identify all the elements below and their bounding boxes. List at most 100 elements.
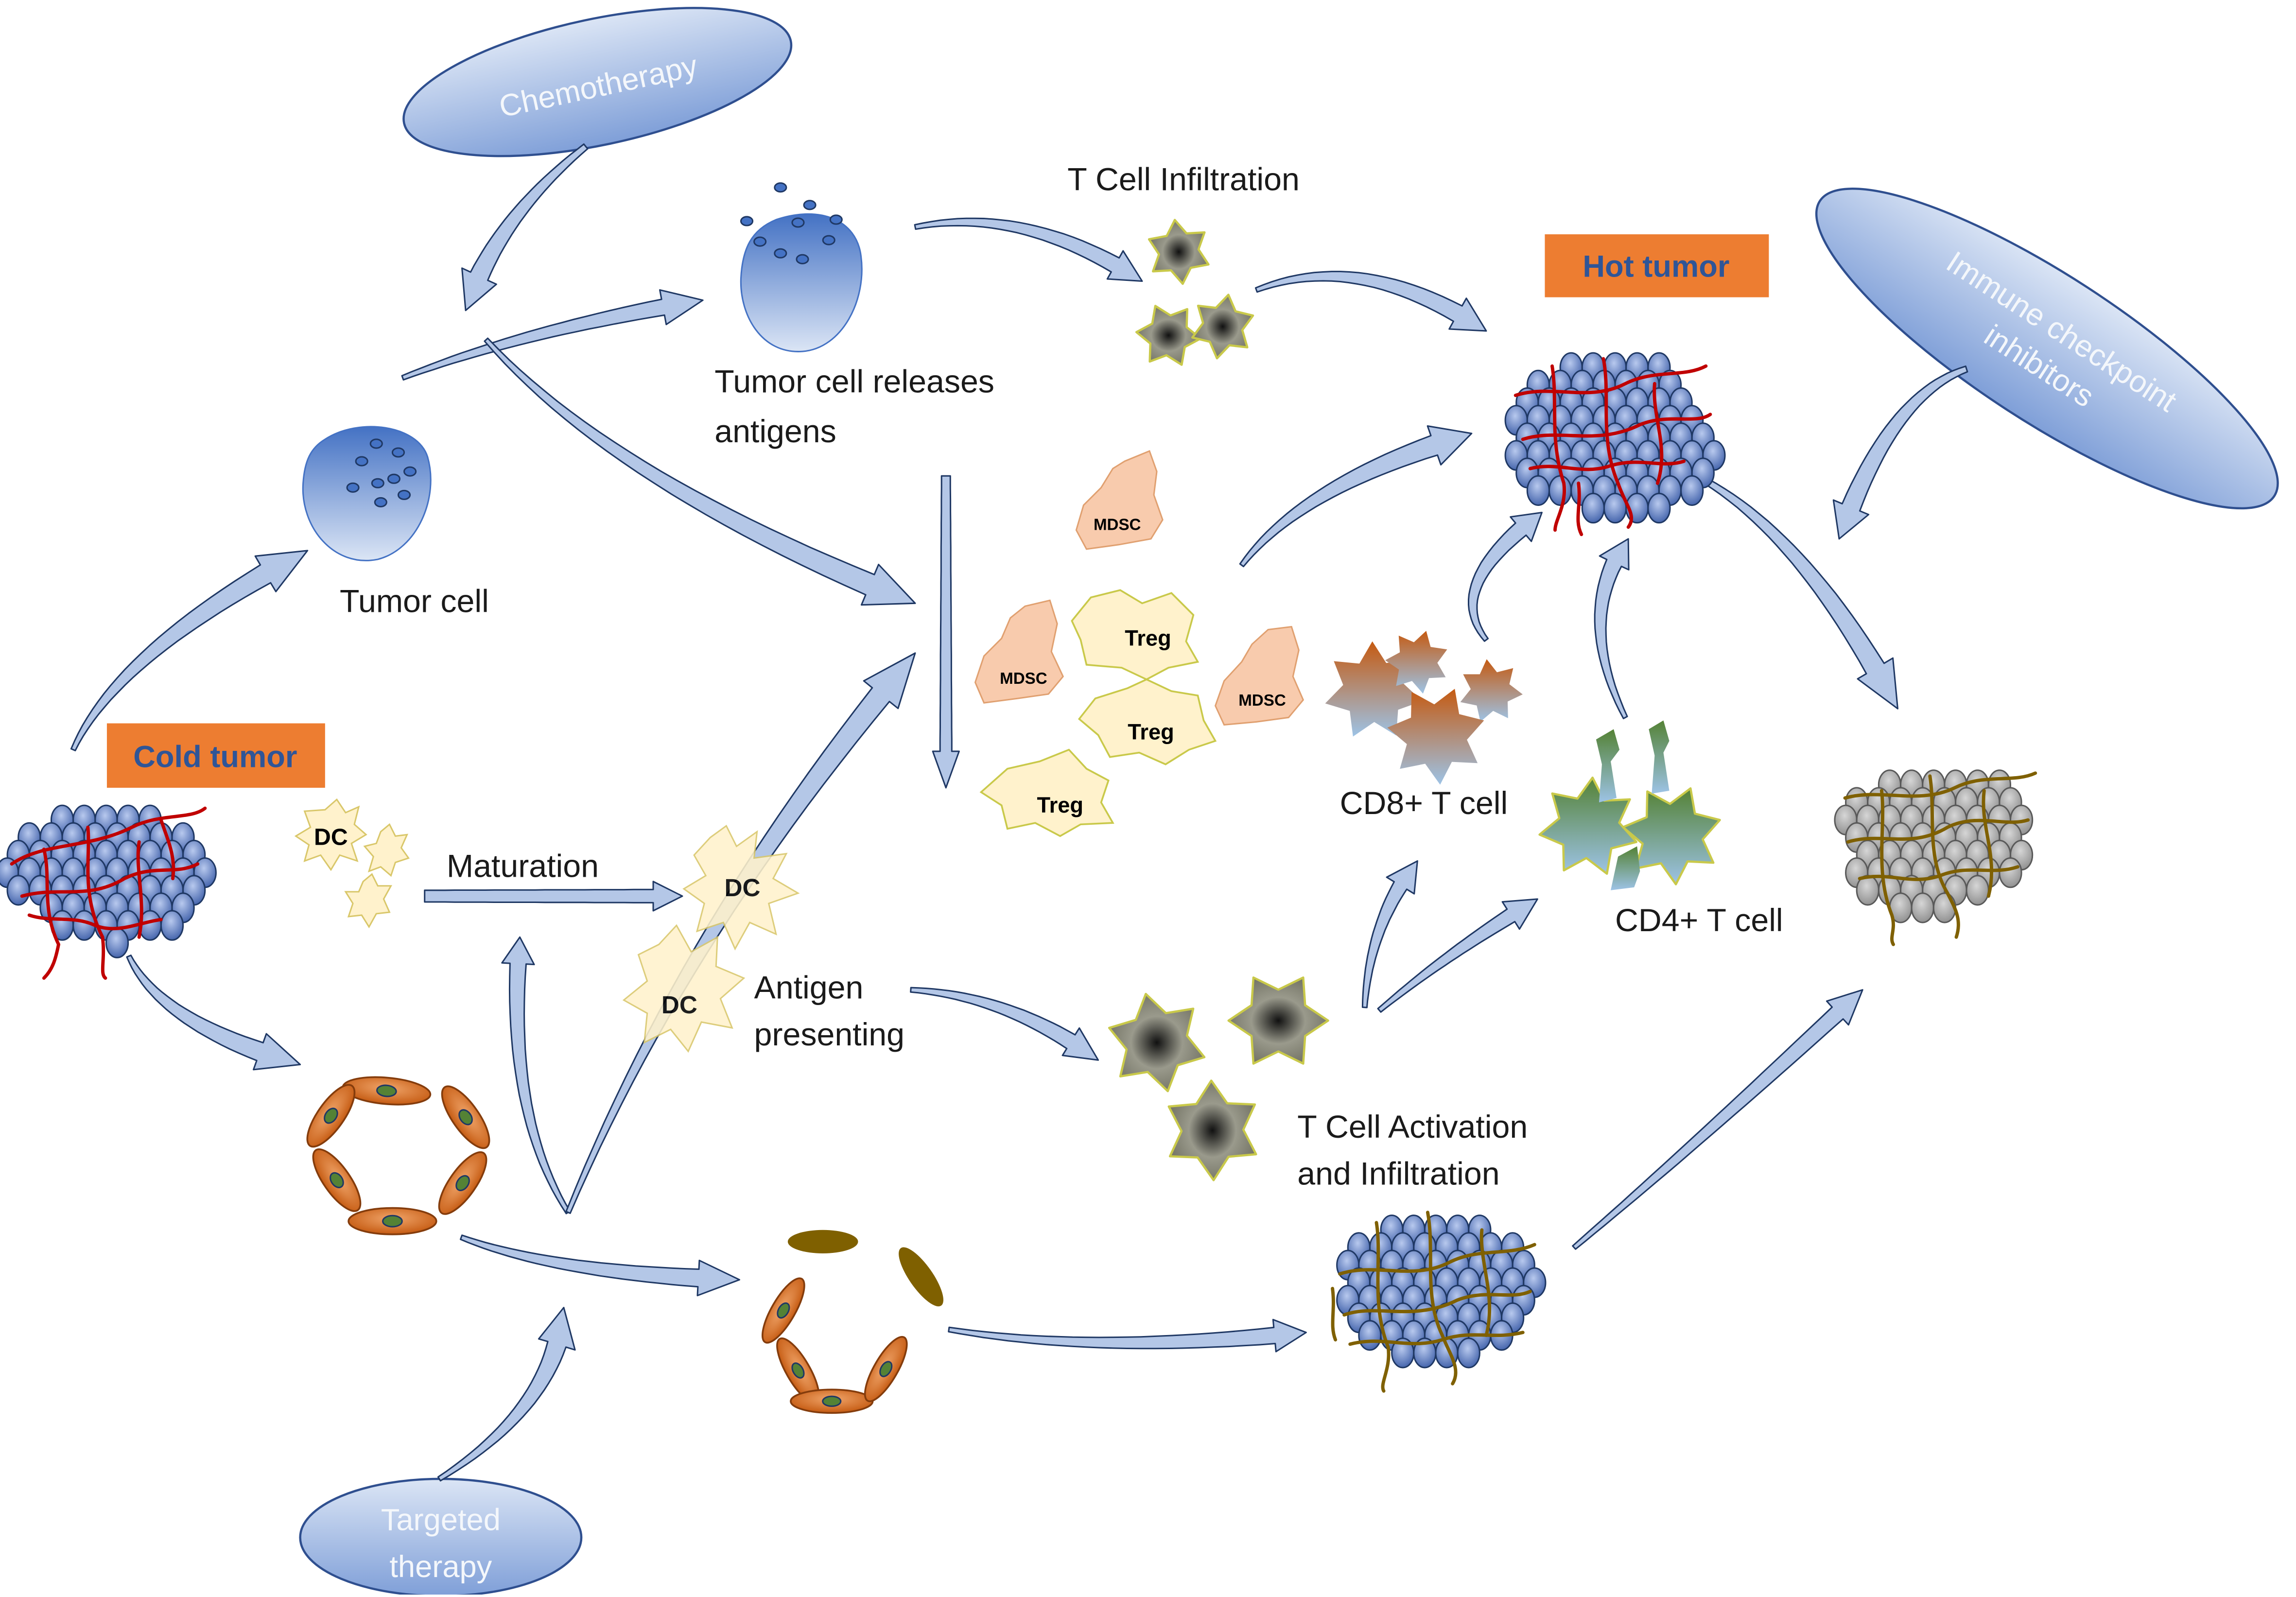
dc-label-presenting: DC (661, 991, 697, 1019)
targeted-therapy-oval: Targeted therapy (299, 1477, 583, 1597)
tumor-scale (6, 875, 30, 906)
arrow-targeted-up (437, 1306, 576, 1482)
cd4-t-cells (1538, 720, 1721, 890)
mature-dc-cluster: DC DC (622, 824, 800, 1053)
necrotic-tumor-mass (1834, 769, 2037, 946)
tumor-scale (1526, 475, 1550, 506)
arrow-hot-to-gray (1687, 469, 1899, 710)
arrow-cd4-to-hot (1594, 538, 1630, 719)
vessel-line (1528, 459, 1686, 471)
tumor-cell-label: Tumor cell (340, 583, 489, 619)
t-cell (1227, 976, 1329, 1065)
releases-label-1: Tumor cell releases (714, 364, 994, 399)
treg-label-1: Treg (1125, 626, 1171, 651)
arrow-icb-to-hot (1832, 365, 1968, 540)
detached-pericyte (899, 1247, 943, 1306)
arrow-cold-to-vessel (126, 955, 301, 1071)
arrow-tumor-to-release (401, 289, 704, 381)
arrow-chemo-to-tumor (461, 143, 589, 312)
cd8-cell (1460, 659, 1523, 722)
vessel-line (10, 806, 207, 866)
immature-dc-cluster: DC (294, 798, 410, 929)
dc-label-mature: DC (724, 874, 760, 902)
t-cell (1135, 305, 1202, 366)
hot-tumor-mass (1504, 352, 1726, 537)
vessel-line (27, 913, 163, 931)
cd8-cell (1385, 630, 1447, 694)
arrow-fib-to-gray (1572, 989, 1863, 1250)
vessel-line (1550, 364, 1566, 532)
t-cell-infiltration-label: T Cell Infiltration (1067, 162, 1300, 198)
vessel-line (20, 862, 200, 898)
pericyte-ring-disrupted (761, 1230, 943, 1414)
cd8-cell (1387, 689, 1484, 785)
activation-label-2: and Infiltration (1297, 1156, 1499, 1192)
tumor-cell (302, 426, 432, 561)
arrow-maturation (424, 881, 683, 912)
vessel-line (1652, 382, 1664, 485)
cd8-t-cells (1325, 630, 1523, 785)
tumor-scale (105, 927, 129, 958)
treg-label-2: Treg (1128, 719, 1174, 744)
cd4-cell-fragment (1649, 720, 1670, 794)
pericyte (438, 1151, 487, 1215)
vessel-line (86, 825, 107, 980)
tumor-scale (1911, 892, 1934, 923)
vessel-line (1348, 1331, 1525, 1346)
mdsc-label-1: MDSC (1094, 516, 1141, 534)
dc-label-immature: DC (314, 824, 348, 850)
treg-label-3: Treg (1037, 793, 1083, 817)
antigen-label-2: presenting (754, 1017, 904, 1053)
arrow-cold-to-tumorcell (70, 550, 309, 751)
arrow-v-to-dc (501, 936, 571, 1215)
vessel-line (1843, 771, 2037, 800)
arrow-activation-to-cd4 (1377, 898, 1538, 1013)
tumor-scale (1358, 1320, 1382, 1351)
cd4-cell (1538, 776, 1638, 875)
detached-pericyte (787, 1230, 858, 1253)
activation-label-1: T Cell Activation (1297, 1109, 1528, 1145)
tumor-scale (1932, 892, 1957, 923)
targeted-therapy-label-2: therapy (389, 1550, 492, 1584)
mdsc-label-2: MDSC (1000, 670, 1047, 688)
mdsc-label-3: MDSC (1238, 692, 1286, 710)
vessel-line (159, 818, 175, 881)
vessel-line (1601, 357, 1634, 529)
cold-tumor-label: Cold tumor (133, 740, 297, 774)
arrow-cd8-to-hot (1467, 512, 1543, 642)
treg-cell-1: Treg (1071, 589, 1200, 680)
cd4-cell-fragment (1611, 846, 1640, 890)
arrow-antigen-to-activation (910, 987, 1099, 1061)
t-cell (1191, 294, 1254, 360)
arrow-broken-to-fib (948, 1319, 1307, 1353)
pericyte (441, 1085, 490, 1149)
vessel-line (1342, 1289, 1532, 1317)
antigen-label-1: Antigen (754, 970, 864, 1006)
vessel-line (1513, 364, 1708, 397)
pericyte-ring-intact (306, 1076, 490, 1235)
maturation-label: Maturation (447, 849, 599, 885)
fibrotic-tumor-mass (1331, 1211, 1547, 1393)
tumor-scale (1966, 875, 1989, 906)
treg-cell-3: Treg (979, 748, 1114, 837)
releases-label-2: antigens (714, 414, 836, 450)
t-cell (1167, 1079, 1257, 1181)
vessel-line (1879, 789, 1895, 946)
arrow-down-center (932, 475, 960, 789)
vessel-line (1479, 1228, 1492, 1337)
vessel-line (1858, 865, 2020, 881)
t-cell (1148, 219, 1210, 285)
arrow-vessel-to-broken (460, 1234, 740, 1297)
cd4-label: CD4+ T cell (1615, 903, 1783, 938)
pericyte (342, 1076, 432, 1106)
tumor-scale (1581, 492, 1605, 524)
t-cell (1108, 992, 1206, 1093)
vessel-line (1426, 1211, 1458, 1386)
cd4-cell-fragment (1596, 729, 1620, 803)
pericyte (864, 1336, 908, 1403)
vessel-line (42, 847, 60, 946)
vessel-line (42, 942, 60, 980)
pericyte (348, 1207, 437, 1235)
pericyte (306, 1084, 356, 1148)
